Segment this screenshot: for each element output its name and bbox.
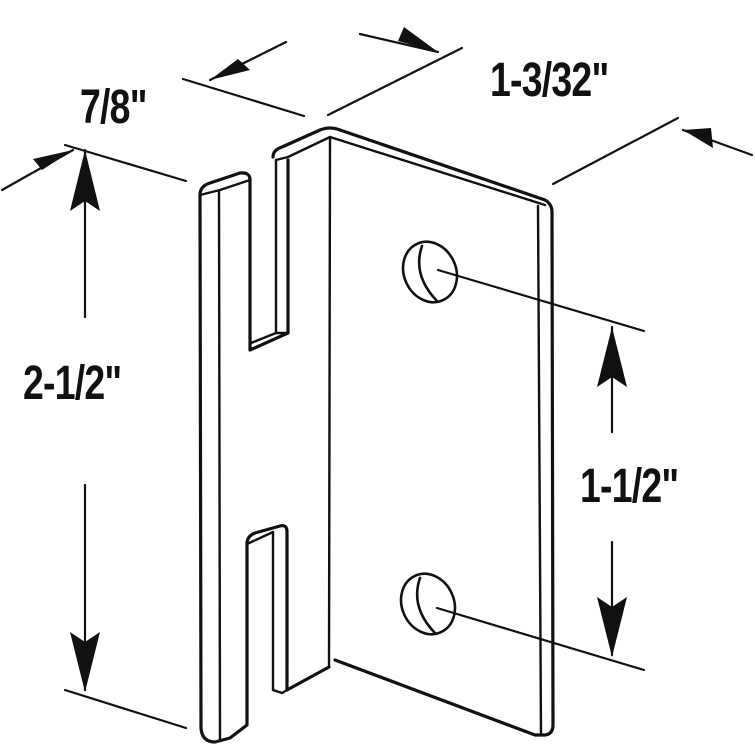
mounting-hole-bottom [399,572,457,636]
label-hole-spacing: 1-1/2" [580,460,679,513]
label-width-face: 1-3/32" [490,54,609,107]
label-height: 2-1/2" [23,357,122,410]
label-width-flange: 7/8" [80,81,147,134]
bracket-body [198,126,555,744]
dimension-width-flange [0,40,306,192]
dimension-height [63,148,188,730]
mounting-hole-top [401,240,459,304]
dimension-width-face [326,27,754,186]
dimension-hole-spacing [435,268,646,672]
